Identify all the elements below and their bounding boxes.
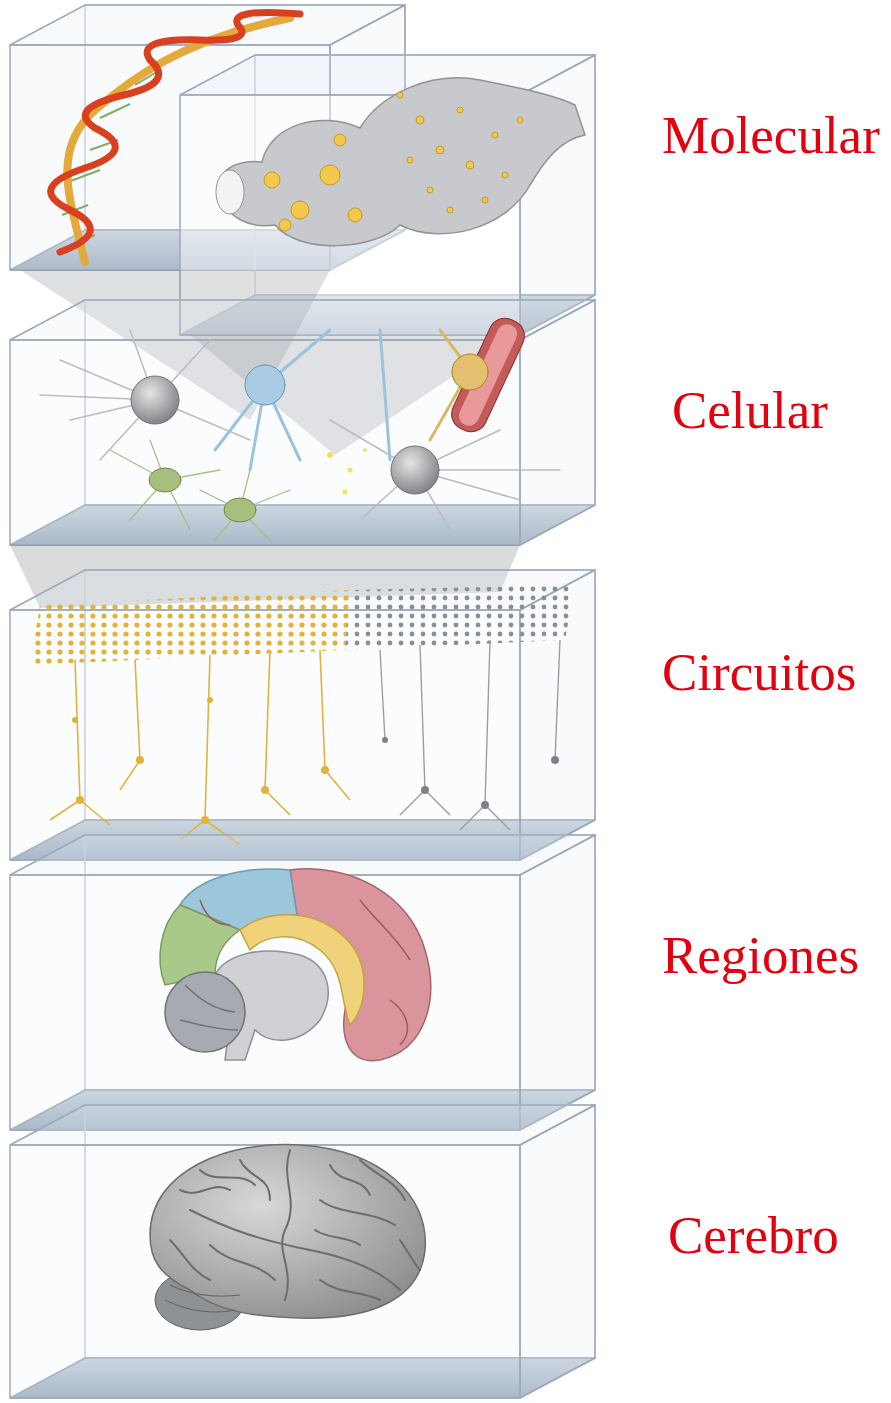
glass-box [10,300,595,545]
synapse-terminal [216,78,585,246]
level-label: Celular [672,381,828,439]
glass-box [10,835,595,1130]
glass-box [10,1105,595,1398]
level-label: Circuitos [662,643,856,701]
level-label: Molecular [662,106,880,164]
level-label: Cerebro [668,1206,839,1264]
glass-box [10,570,595,860]
brain-sagittal-section [160,869,431,1061]
cells [40,313,560,540]
neural-circuit [30,585,575,845]
level-label: Regiones [662,926,859,984]
whole-brain [150,1144,425,1330]
